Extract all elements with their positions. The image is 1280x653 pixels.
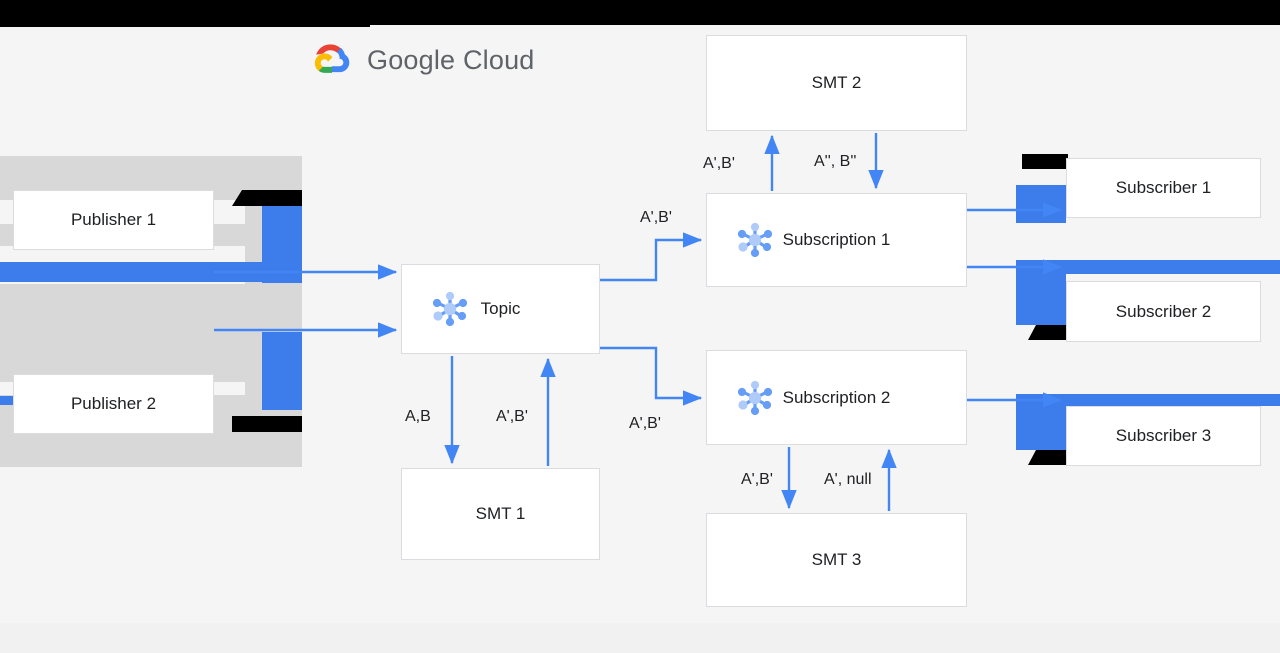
node-subscriber-2[interactable]: Subscriber 2 [1066,281,1261,342]
node-label: Publisher 1 [70,210,157,229]
redaction-bar-top-right [370,0,1280,25]
node-smt-2[interactable]: SMT 2 [706,35,967,131]
node-subscription-1[interactable]: Subscription 1 [706,193,967,287]
blue-artifact-block [262,205,302,283]
node-label: Publisher 2 [70,394,157,413]
node-label: Subscriber 2 [1115,301,1212,321]
node-label: Subscriber 3 [1115,426,1212,445]
google-cloud-logo-icon [314,44,350,73]
blue-artifact-block [262,332,302,410]
node-topic[interactable]: Topic [401,264,600,354]
node-publisher-2[interactable]: Publisher 2 [13,374,214,434]
edge-label-topic-to-smt1: A,B [405,408,431,425]
node-subscription-2[interactable]: Subscription 2 [706,350,967,445]
blue-artifact-block [0,396,14,405]
node-smt-3[interactable]: SMT 3 [706,513,967,607]
node-label: Topic [480,299,521,318]
node-smt-1[interactable]: SMT 1 [401,468,600,560]
google-cloud-logo: Google Cloud [310,42,535,78]
node-subscriber-1[interactable]: Subscriber 1 [1066,158,1261,218]
redaction-bar [232,190,302,206]
redaction-bar [232,416,302,432]
edge-label-smt3-to-subscription2: A', null [824,471,872,488]
blue-artifact-block [1016,394,1066,450]
node-label: Subscription 1 [782,230,891,249]
node-subscriber-3[interactable]: Subscriber 3 [1066,406,1261,466]
blue-artifact-block [1016,394,1280,406]
blue-artifact-block [1016,185,1066,223]
node-label: Subscription 2 [782,387,891,407]
blue-artifact-block [0,262,263,282]
redaction-bar [1028,325,1068,340]
node-publisher-1[interactable]: Publisher 1 [13,190,214,250]
node-label: Subscriber 1 [1115,178,1212,197]
pubsub-hub-icon [737,222,773,258]
blue-artifact-block [1016,260,1280,274]
logo-wordmark: Google Cloud [367,45,535,76]
edge-label-topic-to-subscription1: A',B' [640,209,672,226]
redaction-bar-top-left [0,0,370,27]
pubsub-hub-icon [737,380,773,415]
edge-label-subscription1-to-smt2: A',B' [703,155,735,172]
edge-label-subscription2-to-smt3: A',B' [741,471,773,488]
node-label: SMT 1 [475,504,526,523]
grey-artifact-block [0,284,302,382]
edge-label-topic-to-subscription2: A',B' [629,415,661,432]
grey-artifact-block [0,440,302,467]
logo-word-cloud: Cloud [462,44,535,75]
node-label: SMT 3 [811,550,862,569]
edge-label-smt2-to-subscription1: A'', B'' [814,153,857,170]
edge-label-smt1-to-topic: A',B' [496,408,528,425]
redaction-bar [1028,450,1068,465]
node-label: SMT 2 [811,73,862,92]
pubsub-hub-icon [432,291,468,327]
redaction-bar [1022,154,1068,169]
footer-band [0,623,1280,653]
logo-word-google: Google [367,44,456,75]
blue-artifact-block [1016,260,1066,325]
